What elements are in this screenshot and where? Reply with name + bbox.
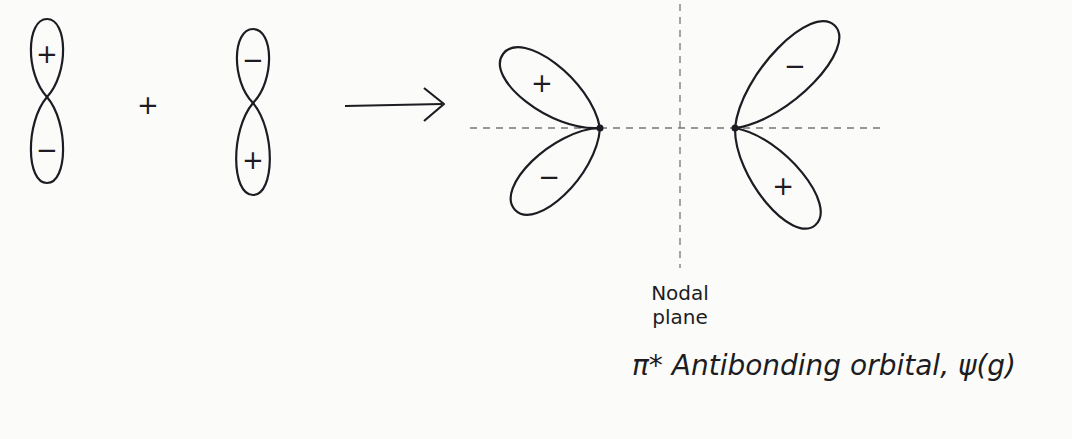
orbital-lobe xyxy=(499,111,616,227)
orbital-lobe xyxy=(489,35,615,148)
reaction-arrow xyxy=(345,88,444,121)
phase-sign: − xyxy=(36,137,58,163)
orbital-lobe xyxy=(717,113,833,240)
orbital-lobe xyxy=(236,103,270,195)
nucleus-dot xyxy=(597,125,604,132)
phase-sign: + xyxy=(531,70,553,96)
nucleus-dot xyxy=(732,125,739,132)
orbital-lobe xyxy=(31,97,63,183)
phase-sign: + xyxy=(772,173,794,199)
orbital-caption: π* Antibonding orbital, ψ(g) xyxy=(632,352,1016,380)
orbital-lobe xyxy=(717,8,852,145)
orbital-lobe xyxy=(237,29,269,103)
horizontal-axis xyxy=(470,127,885,128)
phase-sign: − xyxy=(242,47,264,73)
phase-sign: + xyxy=(242,147,264,173)
phase-sign: + xyxy=(36,41,58,67)
orbital-lobe xyxy=(31,19,63,97)
axis-lines xyxy=(470,4,885,268)
arrow-head xyxy=(424,88,444,121)
orbital-lobes xyxy=(31,8,853,240)
phase-sign: − xyxy=(538,164,560,190)
nodal-plane-label: Nodal plane xyxy=(640,281,720,329)
plus-operator: + xyxy=(137,92,159,118)
phase-sign: − xyxy=(784,53,806,79)
nodal-plane-line xyxy=(679,4,680,268)
arrow-shaft xyxy=(345,104,442,106)
